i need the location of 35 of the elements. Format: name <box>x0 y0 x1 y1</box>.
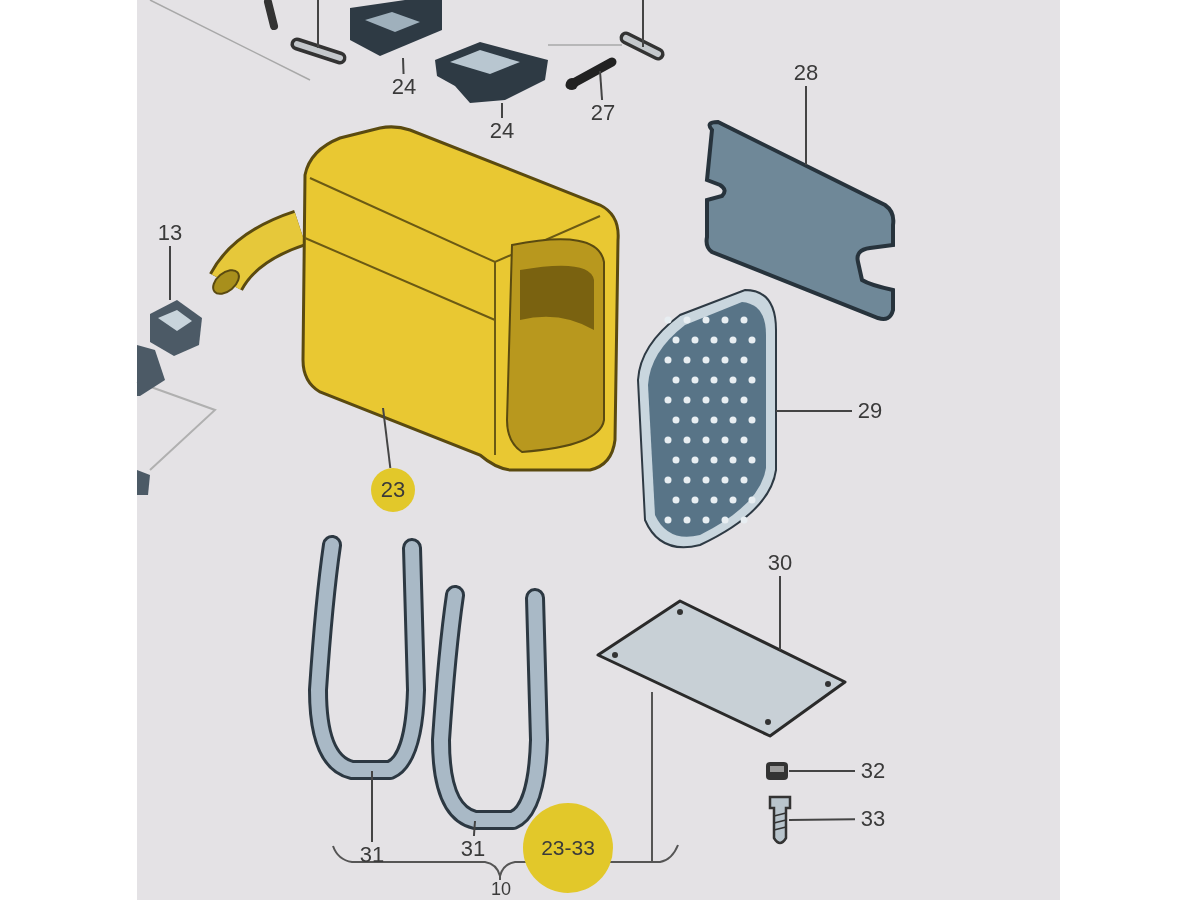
gasket-drawing <box>705 120 895 322</box>
callout-number: 31 <box>354 842 390 868</box>
callout-number: 24 <box>386 74 422 100</box>
strap-drawing <box>310 533 424 778</box>
leader-line <box>788 770 856 772</box>
leader-line <box>317 0 319 49</box>
leader-line <box>642 0 644 48</box>
leader-line <box>382 407 392 469</box>
leader-line <box>402 57 405 75</box>
bolt-drawing <box>565 58 617 90</box>
callout-number: 24 <box>484 118 520 144</box>
callout-number: 33 <box>855 806 891 832</box>
callout-number: 13 <box>152 220 188 246</box>
leader-line <box>805 85 807 166</box>
callout-number: 29 <box>852 398 888 424</box>
leader-line <box>775 410 853 412</box>
callout-number: 27 <box>585 100 621 126</box>
leader-line <box>788 818 856 821</box>
clamp-drawing <box>148 298 204 358</box>
callout-number: 10 <box>490 878 512 900</box>
leader-line <box>169 245 171 301</box>
nut-drawing <box>764 760 790 782</box>
callout-number: 31 <box>455 836 491 862</box>
plate-drawing <box>595 598 847 738</box>
leader-line <box>599 70 604 101</box>
pin-drawing <box>290 35 348 67</box>
strap-drawing <box>433 583 547 828</box>
leader-line <box>779 575 781 651</box>
callout-number: 30 <box>762 550 798 576</box>
callout-number: 28 <box>788 60 824 86</box>
leader-line <box>472 820 476 837</box>
leader-line <box>501 102 503 119</box>
leader-line <box>371 770 373 843</box>
callout-number: 32 <box>855 758 891 784</box>
pin-drawing <box>620 30 665 62</box>
